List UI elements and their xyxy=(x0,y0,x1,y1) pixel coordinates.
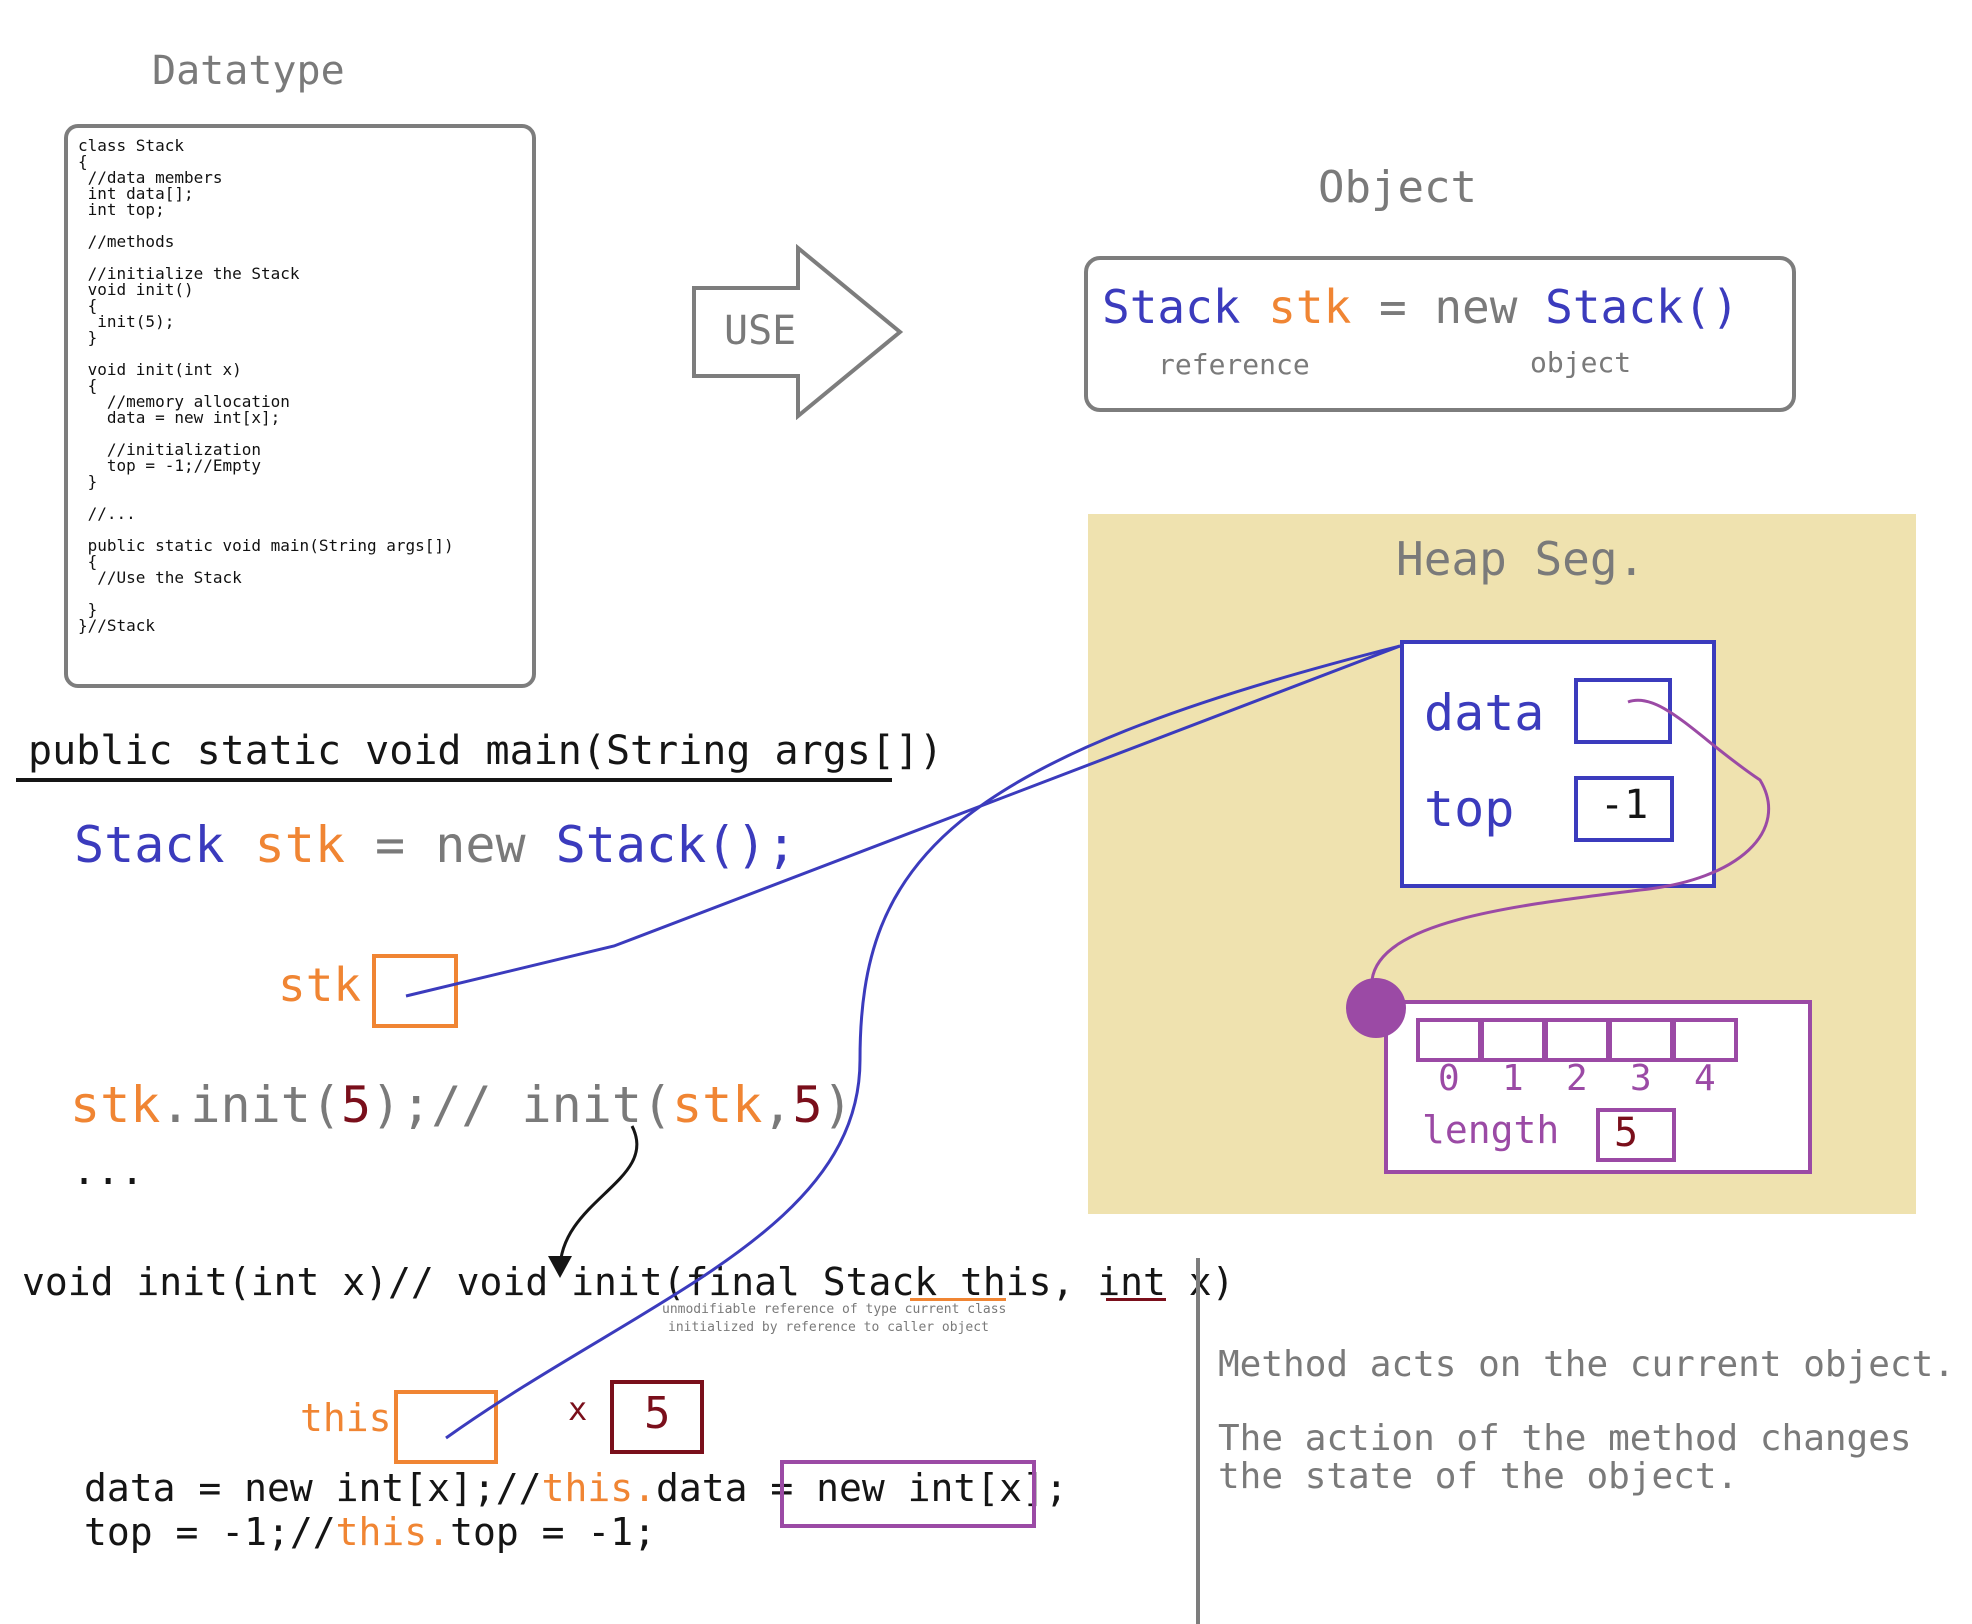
top-field-cell xyxy=(1574,776,1674,842)
stk-variable-label: stk xyxy=(278,958,362,1012)
x-variable-value: 5 xyxy=(644,1388,671,1439)
array-index: 4 xyxy=(1694,1058,1716,1099)
x-underline xyxy=(1106,1298,1166,1301)
reference-name: stk xyxy=(672,1076,763,1134)
array-length-label: length xyxy=(1422,1108,1560,1152)
statement-text: top = -1; xyxy=(450,1510,656,1554)
stack-declaration-statement: Stack stk = new Stack(); xyxy=(74,816,796,874)
this-note-line-2: initialized by reference to caller objec… xyxy=(668,1320,989,1335)
call-arrowhead xyxy=(548,1256,572,1278)
object-declaration: Stack stk = new Stack() xyxy=(1102,280,1739,334)
top-initialization-statement: top = -1;//this.top = -1; xyxy=(84,1510,656,1554)
this-reference-arrow xyxy=(445,644,1401,1440)
reference-name: stk xyxy=(1268,280,1352,334)
init-call-statement: stk.init(5);// init(stk,5) xyxy=(70,1076,853,1134)
this-variable-label: this xyxy=(300,1396,392,1440)
top-field-value: -1 xyxy=(1600,782,1649,828)
array-cell xyxy=(1544,1018,1610,1062)
statement-text: top = -1;// xyxy=(84,1510,336,1554)
class-code-box: class Stack { //data members int data[];… xyxy=(64,124,536,688)
call-comment: );// init( xyxy=(371,1076,673,1134)
main-underline xyxy=(16,778,892,782)
new-array-expression: new int[x]; xyxy=(816,1466,1068,1510)
argument-value: 5 xyxy=(792,1076,823,1134)
call-to-method-arrow xyxy=(558,1125,639,1271)
this-underline xyxy=(910,1298,1006,1301)
x-variable-box xyxy=(610,1380,704,1454)
init-signature: void init(int x)// void init(final Stack… xyxy=(22,1260,1235,1304)
array-index: 3 xyxy=(1630,1058,1652,1099)
assignment-op: = new xyxy=(1351,280,1546,334)
array-index: 2 xyxy=(1566,1058,1588,1099)
array-length-cell xyxy=(1596,1108,1676,1162)
array-length-value: 5 xyxy=(1614,1110,1639,1156)
this-keyword: this. xyxy=(335,1510,451,1554)
datatype-title: Datatype xyxy=(152,48,345,94)
method-call: .init( xyxy=(160,1076,341,1134)
caption-line-3: the state of the object. xyxy=(1218,1456,1739,1497)
this-keyword: this. xyxy=(541,1466,656,1510)
heap-title: Heap Seg. xyxy=(1396,532,1646,586)
array-index: 0 xyxy=(1438,1058,1460,1099)
array-cell xyxy=(1480,1018,1546,1062)
constructor-call: Stack(); xyxy=(555,816,797,874)
type-name: Stack xyxy=(1102,280,1241,334)
x-variable-label: x xyxy=(568,1390,588,1428)
stk-variable-box xyxy=(372,954,458,1028)
new-array-highlight-box xyxy=(780,1460,1036,1528)
use-arrow-label: USE xyxy=(724,308,797,354)
array-cell xyxy=(1608,1018,1674,1062)
top-field-label: top xyxy=(1424,780,1515,838)
ellipsis: ... xyxy=(72,1148,145,1194)
use-arrow xyxy=(692,244,904,420)
caption-line-1: Method acts on the current object. xyxy=(1218,1344,1955,1385)
constructor-call: Stack() xyxy=(1545,280,1740,334)
array-cell xyxy=(1672,1018,1738,1062)
array-origin-dot xyxy=(1346,978,1406,1038)
data-allocation-statement: data = new int[x];//this.data = new int[… xyxy=(84,1466,1068,1510)
reference-name: stk xyxy=(70,1076,161,1134)
data-reference-arrow xyxy=(1370,698,1771,981)
data-field-label: data xyxy=(1424,684,1545,742)
reference-name: stk xyxy=(254,816,345,874)
data-field-cell xyxy=(1574,678,1672,744)
type-name: Stack xyxy=(74,816,225,874)
array-index: 1 xyxy=(1502,1058,1524,1099)
stk-reference-arrow xyxy=(405,644,1401,998)
this-variable-box xyxy=(394,1390,498,1464)
object-declaration-box xyxy=(1084,256,1796,412)
assignment-op: = new xyxy=(344,816,556,874)
this-note-line-1: unmodifiable reference of type current c… xyxy=(662,1302,1007,1317)
object-title: Object xyxy=(1318,162,1477,213)
main-signature: public static void main(String args[]) xyxy=(28,728,944,774)
argument-value: 5 xyxy=(340,1076,372,1134)
caption-line-2: The action of the method changes xyxy=(1218,1418,1912,1459)
object-caption: object xyxy=(1530,346,1632,379)
section-divider xyxy=(1196,1258,1200,1624)
class-code-listing: class Stack { //data members int data[];… xyxy=(78,136,454,635)
statement-text: data = new int[x];// xyxy=(84,1466,542,1510)
reference-caption: reference xyxy=(1158,348,1310,381)
comma: , xyxy=(762,1076,793,1134)
